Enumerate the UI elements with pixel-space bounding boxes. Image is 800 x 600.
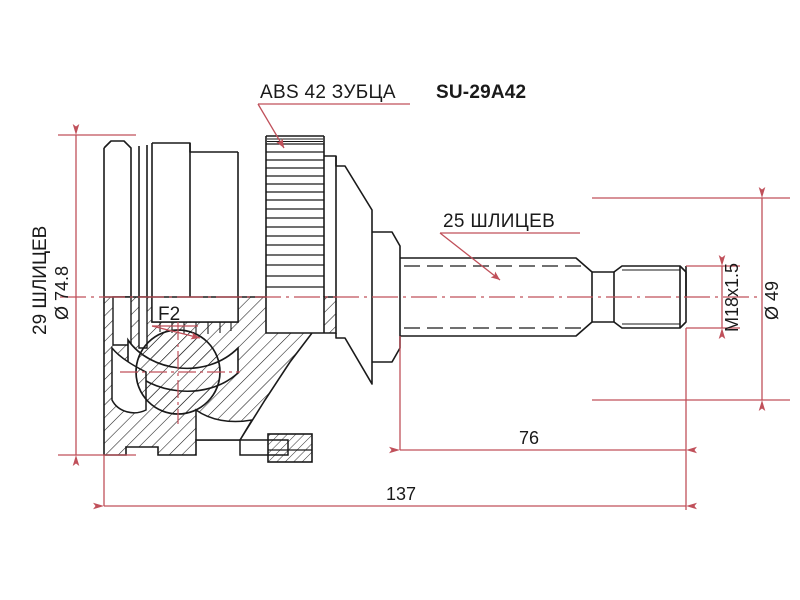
body-taper-lower [335,297,373,385]
shaft-flange [372,231,401,297]
dimension-76-label: 76 [519,428,540,448]
shaft-flange-lower [372,297,401,363]
joint-outline-upper [103,135,687,297]
bell-body-top [152,142,191,297]
shaft-upper [400,257,593,297]
outer-diameter-label: Ø 74.8 [52,265,72,320]
inner-bore-pocket-2 [138,296,148,349]
f2-callout-label: F2 [158,304,181,325]
shaft-splines-label: 25 ШЛИЦЕВ [443,211,556,232]
thread-spec-label: M18x1.5 [722,262,742,332]
leader-splines25 [439,232,501,281]
shaft-neck-lower [592,297,615,323]
inner-spline-shaft [195,408,254,441]
inner-bore-pocket [112,296,132,346]
leader-lines [151,103,580,340]
boot-clamp-groove [267,433,313,463]
abs-ring-label: ABS 42 ЗУБЦА [260,82,396,103]
abs-tone-ring-teeth-dense [267,138,323,142]
leader-abs [257,103,285,149]
leader-f2 [151,325,201,340]
cage-left-wing [111,345,147,414]
part-number-label: SU-29A42 [436,82,527,103]
thread-tip-lower [613,297,687,329]
abs-tone-ring-teeth [266,143,324,288]
thread-minor-lines [622,269,680,325]
body-after-abs [324,155,337,297]
thread-tip-upper [613,265,687,297]
center-axis-line [60,296,760,424]
shaft-lower [400,297,593,337]
shaft-spline-root-lines [404,265,586,329]
abs-ring-outline [265,135,325,297]
shaft-diameter-label: Ø 49 [762,280,782,320]
joint-splines-label: 29 ШЛИЦЕВ [30,225,51,335]
bell-housing-cap-top [103,140,132,297]
dimension-lines [58,124,790,510]
inner-spline-teeth [159,322,232,334]
dimension-137-label: 137 [386,484,417,504]
body-taper-upper [335,156,373,297]
bell-body-top2 [189,143,238,153]
joint-outline-lower [335,297,687,385]
shaft-neck-upper [592,271,615,297]
